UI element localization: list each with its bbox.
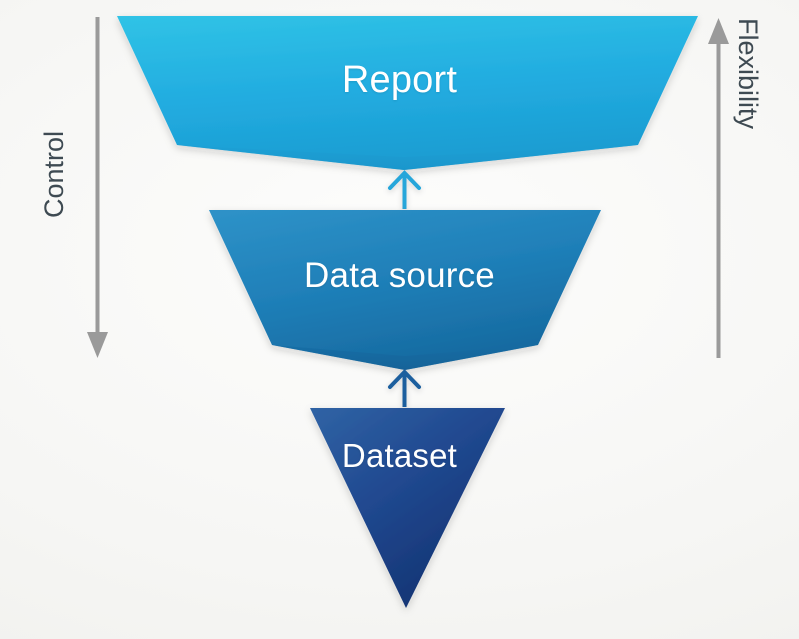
arrow-down-icon [87, 332, 108, 358]
arrow-up-icon [388, 170, 421, 190]
funnel-stage-data-source[interactable] [209, 210, 601, 370]
data-source-shape-lip [272, 345, 538, 370]
arrow-up-icon [388, 369, 421, 389]
connector-data-source-to-report[interactable] [388, 170, 421, 209]
funnel-stage-report[interactable] [117, 16, 698, 170]
report-shape-body [117, 16, 698, 170]
arrow-up-icon [708, 18, 729, 44]
axis-flexibility [708, 18, 729, 358]
connector-dataset-to-data-source[interactable] [388, 369, 421, 407]
data-source-shape-body [209, 210, 601, 370]
dataset-shape-body [310, 408, 505, 608]
funnel-stage-dataset[interactable] [310, 408, 505, 608]
axis-control [87, 17, 108, 358]
report-shape-lip [177, 145, 638, 170]
